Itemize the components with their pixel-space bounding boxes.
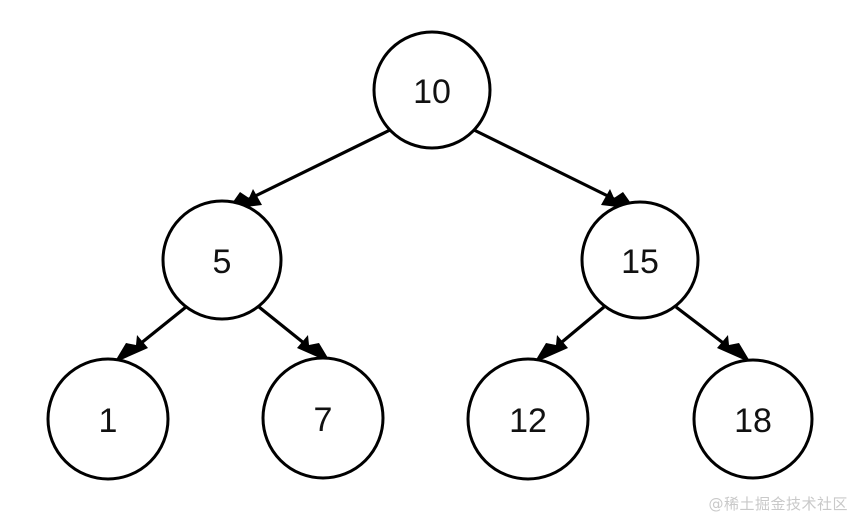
tree-node-12[interactable]: 12 (466, 357, 590, 481)
edge-line (473, 128, 621, 204)
edge-root-to-15 (473, 128, 635, 209)
tree-node-15[interactable]: 15 (580, 200, 700, 320)
tree-node-18[interactable]: 18 (692, 358, 814, 480)
node-label: 15 (621, 243, 659, 281)
node-circle[interactable] (372, 30, 492, 150)
node-label: 18 (734, 402, 772, 440)
node-label: 10 (413, 73, 451, 111)
edge-15-to-18 (675, 305, 751, 363)
node-label: 1 (99, 402, 118, 440)
nodes-layer: 10 5 15 1 7 12 (46, 30, 814, 481)
tree-node-7[interactable]: 7 (261, 356, 385, 480)
node-circle[interactable] (692, 358, 814, 480)
node-circle[interactable] (261, 356, 385, 480)
node-circle[interactable] (46, 357, 170, 481)
tree-node-5[interactable]: 5 (161, 199, 283, 321)
node-label: 12 (509, 402, 547, 440)
edge-root-to-5 (228, 128, 391, 209)
edge-5-to-7 (257, 305, 331, 363)
edge-line (242, 128, 391, 204)
node-label: 5 (213, 243, 232, 281)
node-circle[interactable] (161, 199, 283, 321)
watermark-text: @稀土掘金技术社区 (708, 495, 848, 513)
node-circle[interactable] (580, 200, 700, 320)
node-label: 7 (314, 401, 333, 439)
node-circle[interactable] (466, 357, 590, 481)
arrowhead-icon (534, 335, 568, 363)
tree-node-10[interactable]: 10 (372, 30, 492, 150)
edge-5-to-1 (114, 305, 188, 363)
arrowhead-icon (717, 335, 751, 363)
edge-15-to-12 (534, 305, 606, 363)
arrowhead-icon (114, 335, 148, 363)
tree-node-1[interactable]: 1 (46, 357, 170, 481)
arrowhead-icon (297, 335, 331, 363)
